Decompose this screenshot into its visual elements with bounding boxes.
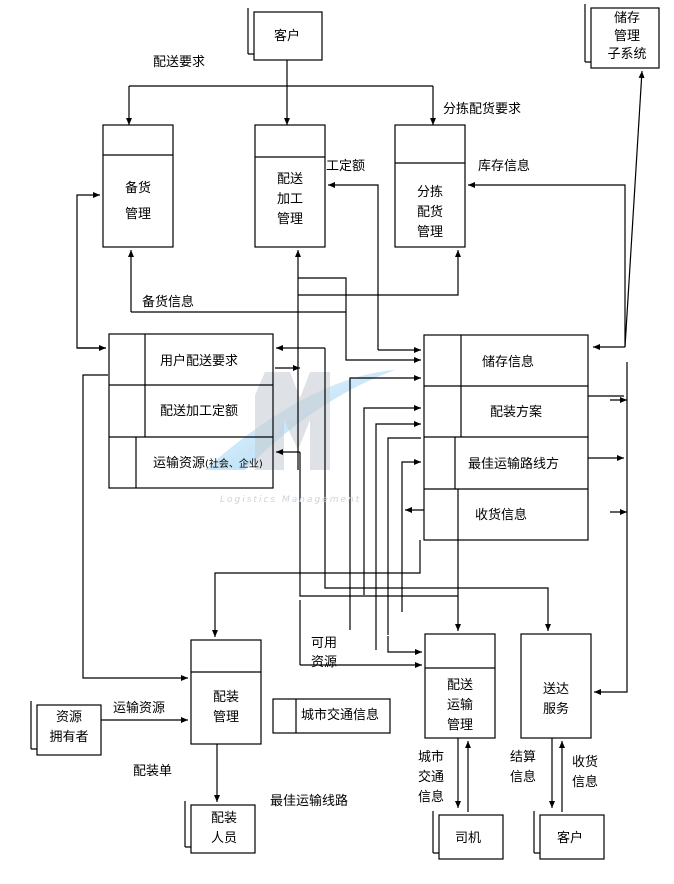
flow-available: 可用: [311, 636, 338, 651]
customer-bottom-label: 客户: [557, 831, 584, 846]
plan-to-loading-flow: [212, 540, 421, 637]
store-loading-plan: 配装方案: [490, 405, 543, 420]
store-to-loading-flow: [82, 374, 188, 681]
processing-process: [254, 124, 326, 248]
store-processing-quota: 配送加工定额: [160, 404, 239, 419]
resource-owner-label: 资源拥有者: [49, 710, 89, 745]
transport-process: [424, 633, 496, 739]
flow-receipt-info: 收货信息: [571, 755, 598, 790]
loading-staff-shadow: [184, 801, 191, 848]
store-storage-info: 储存信息: [482, 355, 535, 370]
processing-label: 配送加工管理: [276, 172, 303, 227]
loading-to-plan-flow: [349, 375, 421, 630]
store-best-route: 最佳运输路线方: [468, 457, 560, 472]
sorting-label: 分拣配货管理: [416, 185, 443, 240]
storage-subsystem-shadow: [584, 4, 591, 63]
sorting-link-flow: [298, 250, 461, 296]
stock-prep-label: 备货管理: [124, 181, 151, 222]
delivery-process: [520, 633, 592, 739]
store-user-request: 用户配送要求: [160, 354, 239, 369]
flow-transport-resources: 运输资源: [113, 701, 166, 716]
inventory-info-flow: [468, 182, 626, 347]
customer-top-shadow: [247, 8, 254, 55]
flow-inventory-info: 库存信息: [478, 159, 531, 174]
driver-shadow: [432, 811, 439, 854]
customer-bottom-shadow: [533, 811, 540, 854]
delivery-label: 送达服务: [542, 682, 569, 717]
flow-sorting-request: 分拣配货要求: [443, 102, 522, 117]
storage-subsystem-label: 储存管理子系统: [607, 11, 647, 62]
customer-bottom-entity: [539, 814, 605, 860]
user-request-to-delivery-flow: [324, 348, 551, 631]
loading-process: [190, 639, 262, 745]
customer-top-label: 客户: [274, 29, 301, 44]
route-flow: [401, 459, 421, 612]
store-city-traffic: 城市交通信息: [301, 708, 380, 723]
flow-delivery-request: 配送要求: [153, 55, 206, 70]
loading-label: 配装管理: [212, 690, 239, 725]
city-traffic-store: [272, 698, 391, 734]
flow-resources: 资源: [311, 655, 338, 670]
flow-processing-quota: 工定额: [326, 159, 366, 174]
flow-loading-sheet: 配装单: [133, 764, 173, 779]
resource-owner-shadow: [30, 701, 37, 750]
watermark-logo: [205, 370, 395, 470]
customer-top-entity: [253, 11, 323, 61]
transport-label: 配送运输管理: [446, 678, 473, 733]
flow-settlement-info: 结算信息: [509, 750, 536, 785]
storage-info-to-subsystem-flow: [624, 70, 645, 348]
store-transport-resources: 运输资源(社会、企业): [153, 456, 263, 471]
stock-prep-process: [102, 124, 174, 248]
driver-entity: [438, 814, 504, 860]
store-receipt-info: 收货信息: [475, 508, 528, 523]
loading-staff-label: 配装人员: [210, 811, 237, 846]
watermark-text: Logistics Management: [220, 495, 362, 505]
left-data-store: [108, 333, 274, 489]
storage-subsystem-entity: [590, 7, 660, 69]
driver-label: 司机: [455, 831, 482, 846]
flow-city-traffic-info: 城市交通信息: [417, 750, 444, 805]
resource-owner-entity: [36, 704, 102, 756]
user-request-to-stock-prep-flow: [76, 192, 106, 349]
flow-best-route: 最佳运输线路: [270, 794, 349, 809]
sorting-process: [394, 124, 466, 248]
flow-stock-info: 备货信息: [142, 295, 195, 310]
processing-quota-flow: [328, 182, 379, 350]
loading-staff-entity: [190, 804, 256, 854]
store-to-delivery-flow: [594, 362, 628, 695]
